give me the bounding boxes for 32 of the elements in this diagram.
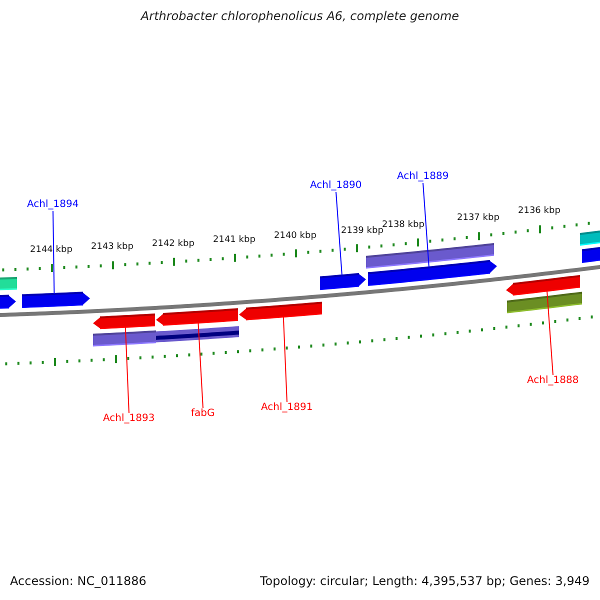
gene-feature: [320, 273, 366, 290]
gene-feature: [22, 292, 90, 308]
scale-label: 2140 kbp: [274, 231, 316, 242]
genome-info-text: Topology: circular; Length: 4,395,537 bp; Genes: 3,949: [260, 575, 590, 589]
title: Arthrobacter chlorophenolicus A6, complete genome: [139, 10, 460, 24]
scale-label: 2137 kbp: [457, 213, 500, 224]
scale-label: 2139 kbp: [341, 226, 384, 236]
scale-label: 2142 kbp: [152, 239, 194, 250]
scale-label: 2141 kbp: [213, 235, 256, 246]
scale-label: 2138 kbp: [382, 220, 424, 230]
gene-label: Achl_1889: [397, 171, 449, 182]
leader-line: [546, 290, 554, 376]
gene-label: Achl_1894: [27, 199, 79, 210]
gene-feature: [156, 308, 238, 326]
scale-label: 2136 kbp: [518, 206, 560, 216]
accession-text: Accession: NC_011886: [10, 575, 146, 589]
leader-line: [124, 326, 130, 414]
gene-feature: [93, 313, 156, 330]
scale-label: 2144 kbp: [30, 245, 72, 256]
leader-line: [198, 322, 204, 408]
gene-label: Achl_1890: [310, 180, 362, 192]
leader-line: [422, 182, 430, 268]
leader-line: [52, 210, 55, 294]
gene-label: Achl_1891: [261, 402, 313, 414]
gene-label: fabG: [191, 408, 215, 420]
leader-line: [336, 192, 342, 276]
gene-feature: [239, 302, 322, 320]
gene-label: Achl_1888: [527, 375, 579, 386]
scale-label: 2143 kbp: [91, 242, 134, 252]
leader-line: [282, 316, 288, 402]
gene-feature: [506, 274, 580, 296]
gene-label: Achl_1893: [103, 413, 155, 424]
